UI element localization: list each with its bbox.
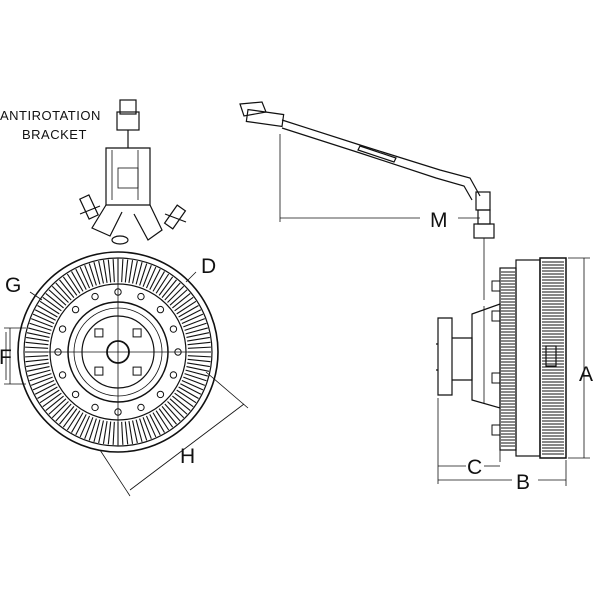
harness-terminal-lower	[477, 209, 491, 225]
harness-terminal-base	[473, 223, 495, 239]
harness-plug	[245, 108, 285, 128]
front-fins-block	[539, 257, 567, 459]
label-antirotation-line1: ANTIROTATION	[0, 108, 101, 123]
harness-wire-bottom	[281, 127, 473, 201]
dim-H	[99, 371, 249, 497]
outer-rim	[17, 251, 219, 453]
bracket-arm-left	[91, 204, 123, 237]
flange-plate	[437, 317, 453, 396]
label-A: A	[579, 363, 593, 386]
center-stud-side	[545, 345, 557, 367]
label-F: F	[0, 346, 12, 369]
label-G: G	[5, 274, 21, 297]
antirotation-bracket	[79, 99, 187, 245]
bracket-body	[105, 147, 151, 206]
label-D: D	[201, 255, 216, 278]
harness-wire-top	[281, 119, 481, 197]
mounting-flange	[436, 303, 501, 409]
side-view	[239, 101, 590, 486]
bolt-right	[163, 204, 187, 230]
dim-B	[438, 460, 567, 486]
clutch-front-disc	[17, 251, 219, 453]
bracket-connector-body	[116, 111, 140, 131]
rear-fins	[501, 271, 515, 447]
label-antirotation-line2: BRACKET	[22, 127, 87, 142]
clutch-side-body	[491, 257, 567, 459]
label-C: C	[467, 456, 482, 479]
dim-C	[437, 398, 501, 484]
clutch-body-taper	[471, 303, 501, 409]
label-M: M	[430, 209, 448, 232]
bracket-connector	[119, 99, 137, 115]
bracket-stud	[111, 235, 129, 245]
harness-clip	[357, 145, 397, 163]
cooling-fins	[25, 259, 211, 445]
flange-neck	[452, 337, 473, 381]
harness-terminal	[475, 191, 491, 211]
front-view	[4, 99, 249, 497]
leader-G	[29, 291, 43, 301]
body-bolts	[491, 280, 501, 436]
dim-F	[4, 327, 26, 385]
bracket-slot	[117, 167, 139, 189]
label-H: H	[180, 445, 195, 468]
bracket-arm-right	[133, 204, 163, 241]
clutch-housing	[515, 259, 541, 457]
bolt-left	[79, 194, 101, 220]
leader-D	[185, 271, 197, 283]
front-fins	[542, 261, 564, 455]
dim-A	[568, 257, 590, 459]
sensor-harness	[239, 101, 495, 300]
hub-bolts	[94, 328, 142, 376]
harness-connector	[239, 101, 267, 117]
dim-M	[279, 134, 480, 222]
label-B: B	[516, 471, 530, 494]
